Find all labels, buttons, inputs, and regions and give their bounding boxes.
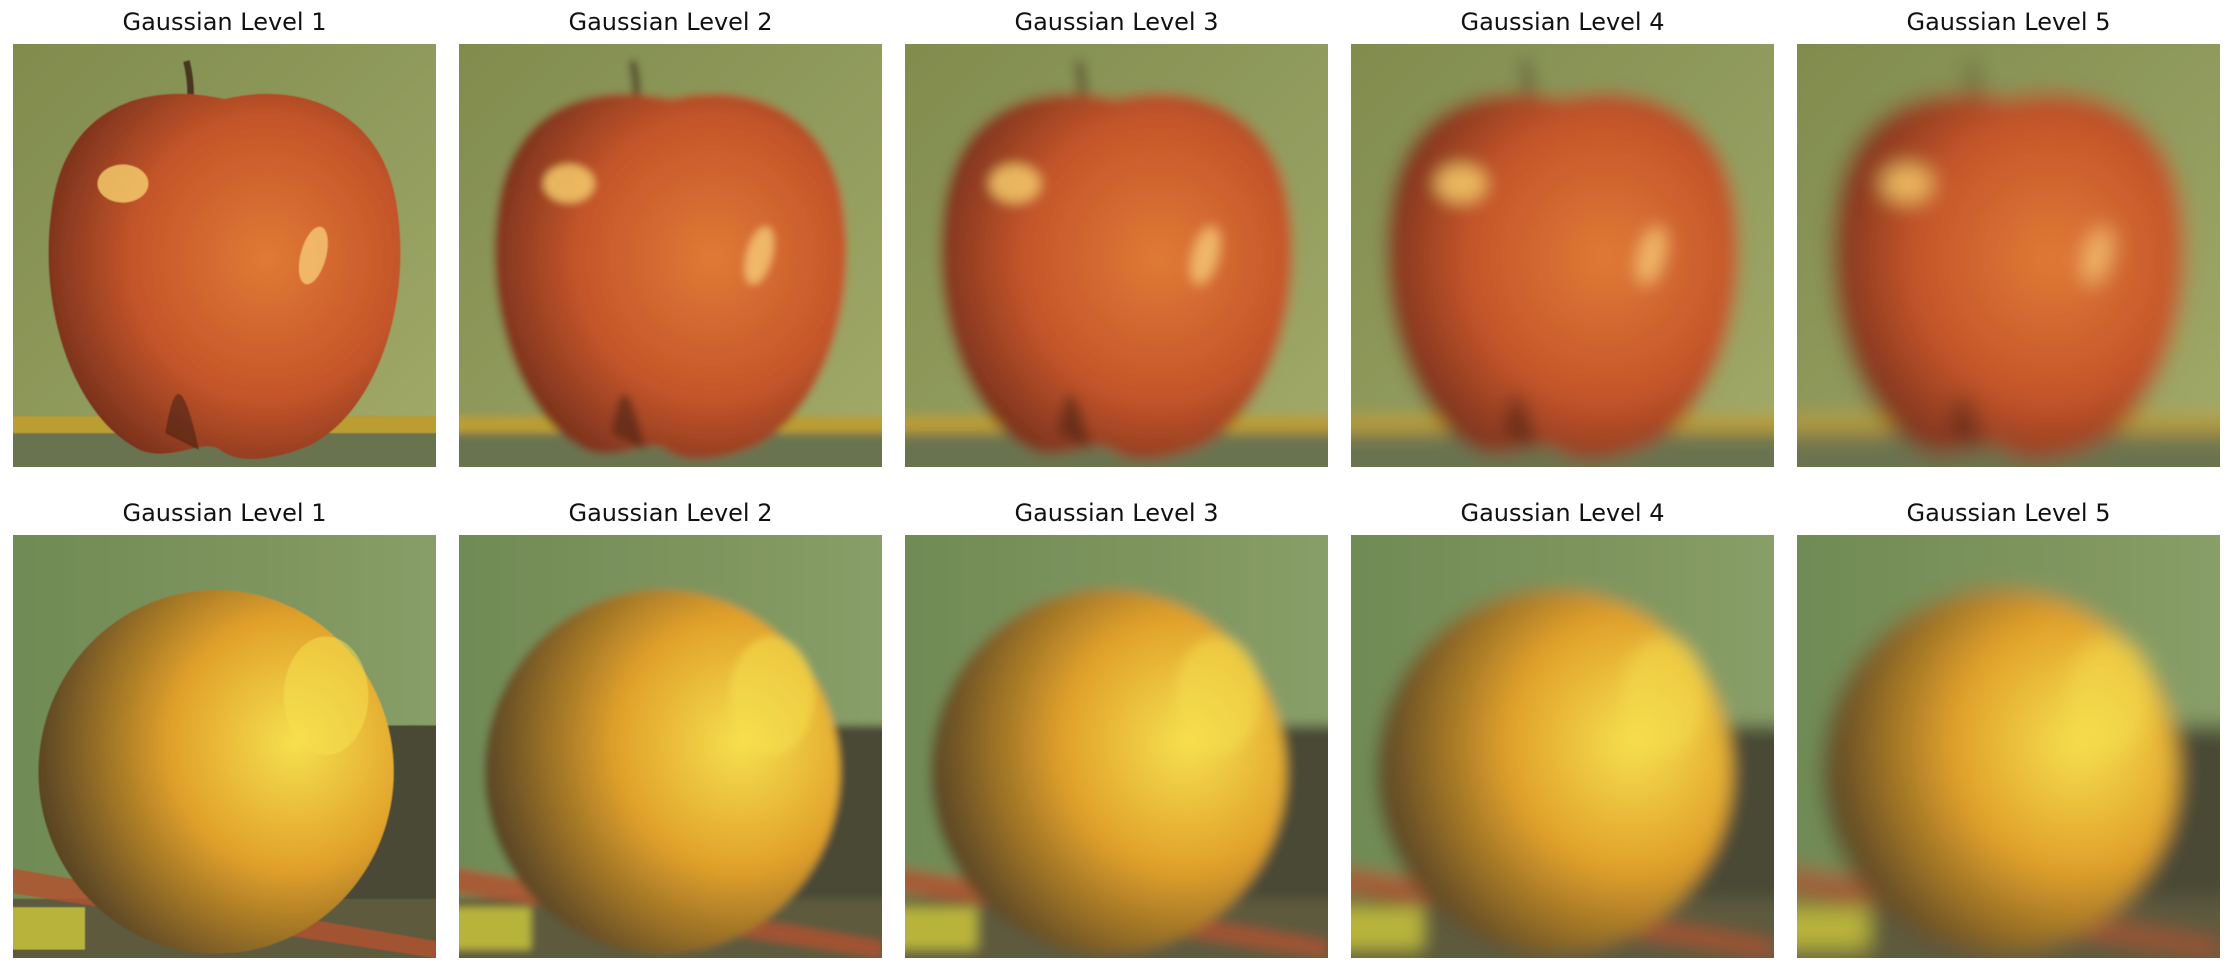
panel-title: Gaussian Level 2 <box>568 499 773 527</box>
panel-title: Gaussian Level 2 <box>568 8 773 36</box>
apple-level-4-image <box>1351 44 1774 467</box>
panel-title: Gaussian Level 3 <box>1014 8 1219 36</box>
panel-title: Gaussian Level 5 <box>1906 499 2111 527</box>
panel-title: Gaussian Level 4 <box>1460 8 1665 36</box>
orange-level-2-image <box>459 535 882 958</box>
panel-title: Gaussian Level 3 <box>1014 499 1219 527</box>
orange-level-3-image <box>905 535 1328 958</box>
apple-level-5-image <box>1797 44 2220 467</box>
apple-level-2-image <box>459 44 882 467</box>
panel-title: Gaussian Level 1 <box>122 8 327 36</box>
orange-level-1-image <box>13 535 436 958</box>
orange-level-4-image <box>1351 535 1774 958</box>
panel-title: Gaussian Level 5 <box>1906 8 2111 36</box>
apple-level-1-image <box>13 44 436 467</box>
apple-level-3-image <box>905 44 1328 467</box>
orange-level-5-image <box>1797 535 2220 958</box>
panel-title: Gaussian Level 4 <box>1460 499 1665 527</box>
panel-title: Gaussian Level 1 <box>122 499 327 527</box>
